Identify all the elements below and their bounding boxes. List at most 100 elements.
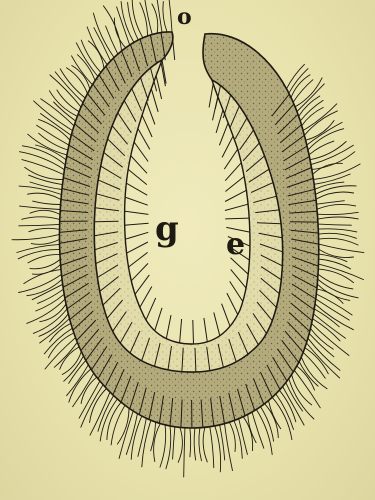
cilium	[173, 427, 175, 459]
cilium	[316, 192, 354, 199]
cilium	[310, 142, 346, 160]
cilium	[163, 2, 167, 32]
cilium	[199, 428, 202, 461]
cell-wall	[146, 298, 156, 320]
cilium	[93, 13, 114, 57]
cilium	[19, 274, 62, 292]
cell-wall	[214, 313, 220, 336]
cell-wall	[180, 319, 182, 343]
cell-wall	[222, 136, 233, 157]
cell-wall	[224, 149, 237, 169]
cilium	[40, 319, 70, 343]
cilium	[319, 244, 364, 253]
cilium	[295, 78, 322, 107]
cilium	[160, 425, 166, 467]
cell-wall	[128, 169, 147, 184]
cilium	[131, 416, 142, 459]
cilium	[297, 366, 315, 390]
cell-wall	[225, 163, 241, 181]
cilium	[243, 417, 252, 451]
cilium	[225, 424, 233, 471]
cilium	[90, 392, 110, 435]
cell-wall	[209, 84, 213, 108]
cilium	[303, 352, 325, 378]
cell-wall	[140, 287, 152, 308]
cell-wall	[131, 263, 148, 280]
cilium	[100, 399, 117, 441]
cilium	[41, 114, 72, 136]
cilium	[67, 68, 88, 94]
cilium	[215, 426, 221, 472]
cilium	[256, 410, 272, 455]
cilium	[49, 91, 77, 117]
cell-wall	[156, 76, 162, 99]
cilium	[317, 284, 350, 300]
cilium	[303, 104, 337, 131]
cilium	[32, 284, 63, 299]
cilium	[28, 193, 61, 199]
cilium	[316, 294, 352, 315]
cell-wall	[225, 218, 249, 219]
cell-wall	[227, 293, 238, 314]
cilium	[239, 419, 248, 455]
cilium	[20, 206, 61, 209]
cilium	[30, 210, 60, 214]
cell-wall	[219, 123, 228, 145]
cilium	[30, 182, 62, 190]
cilium	[22, 160, 64, 175]
cilium	[306, 121, 334, 141]
cilium	[72, 56, 93, 85]
cilium	[318, 224, 351, 225]
cilium	[318, 274, 353, 289]
cilium	[28, 254, 60, 263]
cell-wall	[155, 308, 162, 331]
cell-wall	[134, 142, 148, 162]
cell-wall	[225, 177, 244, 192]
cilium	[62, 352, 81, 375]
cell-wall	[193, 320, 194, 344]
cilium	[138, 418, 146, 456]
cilium	[317, 201, 345, 205]
cilium	[73, 373, 94, 407]
cilium	[25, 167, 63, 179]
cilium	[24, 269, 61, 283]
label-layer: e	[226, 230, 245, 260]
cell-wall	[127, 242, 148, 253]
cilium	[69, 360, 86, 383]
cilium	[294, 370, 320, 408]
cell-wall	[125, 197, 148, 205]
cilium	[117, 408, 129, 444]
cell-wall	[125, 232, 148, 239]
cilium	[55, 72, 83, 103]
label-cavity: g	[155, 212, 179, 246]
cilium	[178, 427, 182, 462]
cilium	[69, 369, 91, 402]
cilium	[31, 239, 59, 244]
cilium	[121, 2, 134, 43]
cilium	[184, 428, 185, 477]
cilium	[168, 0, 172, 32]
cilium	[312, 324, 349, 356]
cilium	[194, 428, 195, 460]
cilium	[315, 304, 353, 330]
cell-wall	[225, 190, 246, 201]
cilium	[142, 420, 151, 467]
cell-wall	[126, 183, 147, 195]
cell-wall	[125, 223, 149, 225]
cilium	[291, 75, 310, 98]
cilium	[22, 217, 60, 220]
cilium	[319, 259, 351, 269]
cilium	[317, 204, 356, 209]
cell-wall	[230, 281, 243, 301]
cilium	[107, 402, 121, 439]
cilium	[152, 4, 158, 33]
cilium	[276, 394, 294, 430]
cilium	[307, 122, 342, 145]
cilium	[203, 427, 207, 462]
cilium	[300, 100, 323, 121]
cell-wall	[138, 129, 150, 150]
cilium	[111, 405, 125, 445]
cilium	[252, 412, 264, 448]
